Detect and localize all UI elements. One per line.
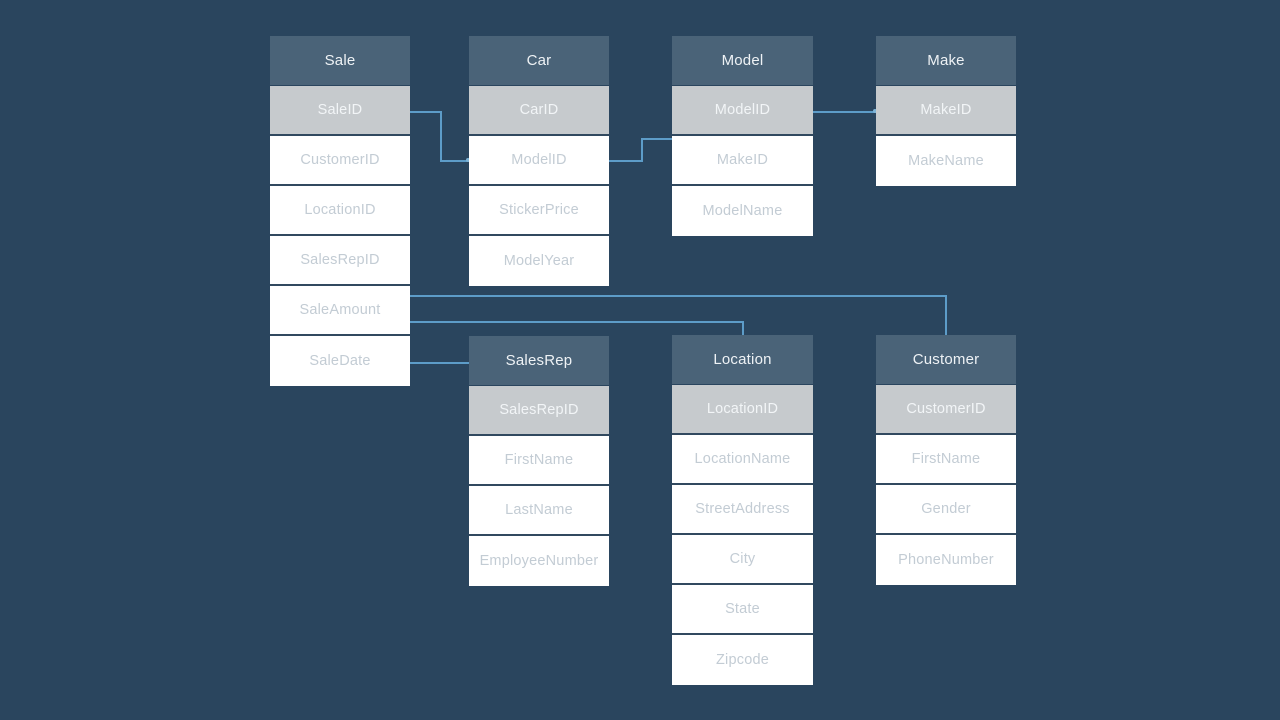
table-title-car: Car [469,36,609,86]
primary-key-field-customer[interactable]: CustomerID [876,385,1016,435]
table-field-salesrep[interactable]: FirstName [469,436,609,486]
table-field-sale[interactable]: SalesRepID [270,236,410,286]
table-field-salesrep[interactable]: LastName [469,486,609,536]
table-title-salesrep: SalesRep [469,336,609,386]
table-title-model: Model [672,36,813,86]
table-field-location[interactable]: Zipcode [672,635,813,685]
table-field-location[interactable]: State [672,585,813,635]
table-field-sale[interactable]: SaleDate [270,336,410,386]
table-title-location: Location [672,335,813,385]
table-field-sale[interactable]: LocationID [270,186,410,236]
table-title-sale: Sale [270,36,410,86]
primary-key-field-car[interactable]: CarID [469,86,609,136]
table-field-make[interactable]: MakeName [876,136,1016,186]
primary-key-field-model[interactable]: ModelID [672,86,813,136]
table-field-model[interactable]: ModelName [672,186,813,236]
table-field-location[interactable]: LocationName [672,435,813,485]
table-title-make: Make [876,36,1016,86]
table-field-customer[interactable]: PhoneNumber [876,535,1016,585]
table-title-customer: Customer [876,335,1016,385]
table-field-customer[interactable]: Gender [876,485,1016,535]
primary-key-field-salesrep[interactable]: SalesRepID [469,386,609,436]
table-field-location[interactable]: City [672,535,813,585]
table-field-car[interactable]: ModelID [469,136,609,186]
table-field-model[interactable]: MakeID [672,136,813,186]
table-field-customer[interactable]: FirstName [876,435,1016,485]
table-field-location[interactable]: StreetAddress [672,485,813,535]
table-field-salesrep[interactable]: EmployeeNumber [469,536,609,586]
table-field-sale[interactable]: CustomerID [270,136,410,186]
primary-key-field-sale[interactable]: SaleID [270,86,410,136]
primary-key-field-make[interactable]: MakeID [876,86,1016,136]
table-field-car[interactable]: ModelYear [469,236,609,286]
primary-key-field-location[interactable]: LocationID [672,385,813,435]
table-field-sale[interactable]: SaleAmount [270,286,410,336]
table-field-car[interactable]: StickerPrice [469,186,609,236]
